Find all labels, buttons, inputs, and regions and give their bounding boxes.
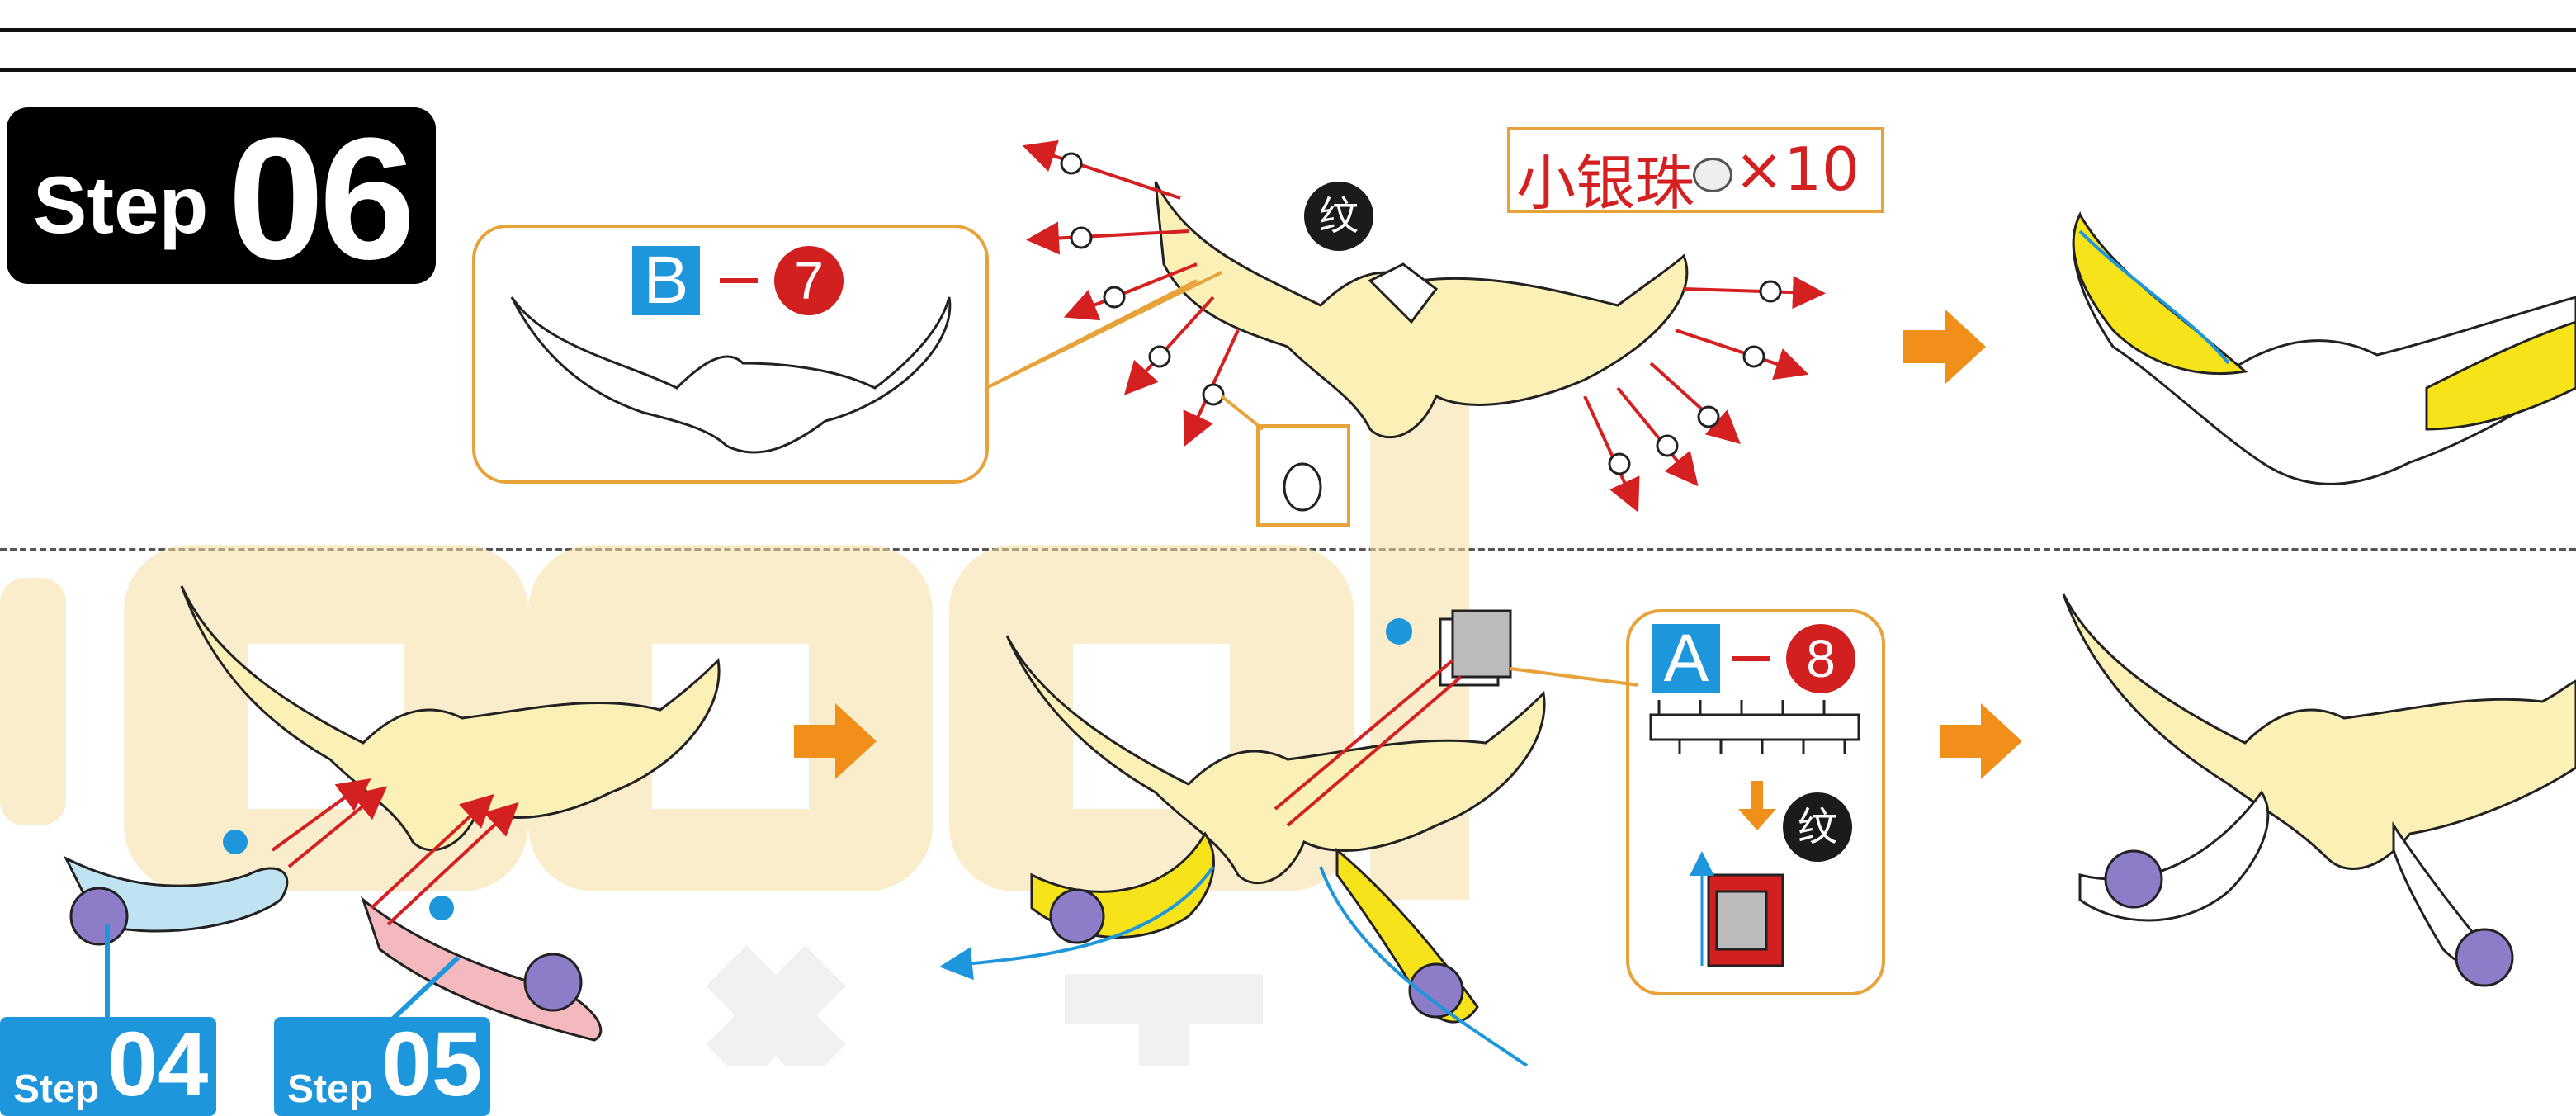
wing-result-bottom (2062, 593, 2576, 987)
callout-b7: B 7 (472, 225, 989, 484)
route-line-left (939, 865, 1215, 981)
b7-outline-drawing (510, 296, 952, 454)
callout-a8: A 8 (1626, 609, 1885, 995)
pearl-multiplier: ×10 (1734, 135, 1860, 204)
step-word: Step (33, 159, 209, 250)
step-ref-04-word: Step (13, 1067, 100, 1111)
pattern-marker-top: 纹 (1304, 182, 1373, 251)
step-ref-05: Step 05 (274, 1017, 490, 1116)
step-ref-05-number: 05 (381, 1017, 483, 1115)
part-letter-a: A (1652, 624, 1720, 693)
pearl-count-label: 小银珠 ×10 (1507, 127, 1884, 218)
step-ref-04-number: 04 (107, 1017, 209, 1115)
a8-piece-drawing (1649, 700, 1860, 754)
part-dash-a (1732, 656, 1770, 661)
step-badge: Step 06 (7, 102, 436, 296)
pearl-icon-inline (1693, 158, 1732, 192)
assembled-part (1690, 851, 1784, 967)
blue-dot-right (429, 896, 454, 920)
wing-result-top (2072, 210, 2576, 485)
top-rule (0, 28, 2576, 32)
part-number-8: 8 (1786, 624, 1855, 693)
wing-assembly-top (1154, 181, 1689, 439)
part-number-7: 7 (774, 246, 844, 315)
pearl-name: 小银珠 (1516, 149, 1695, 218)
part-dash (720, 278, 758, 283)
connector-part (1439, 609, 1512, 687)
insertion-lines (271, 778, 519, 926)
step-number: 06 (228, 102, 416, 296)
header-rule (0, 68, 2576, 72)
route-line-right (1319, 866, 1529, 1066)
flow-arrows (794, 309, 2022, 779)
step-ref-04: Step 04 (0, 1017, 216, 1116)
pearl-dots (1060, 152, 1782, 475)
blue-dot-left (223, 830, 248, 854)
pearl-icon (1283, 462, 1322, 512)
wing-bottom-left (63, 585, 721, 1042)
step-ref-05-word: Step (287, 1067, 374, 1111)
pattern-marker-a8: 纹 (1783, 792, 1852, 862)
down-arrow (1738, 781, 1776, 830)
part-letter-b: B (632, 246, 700, 315)
illustration-canvas (0, 140, 2576, 1066)
